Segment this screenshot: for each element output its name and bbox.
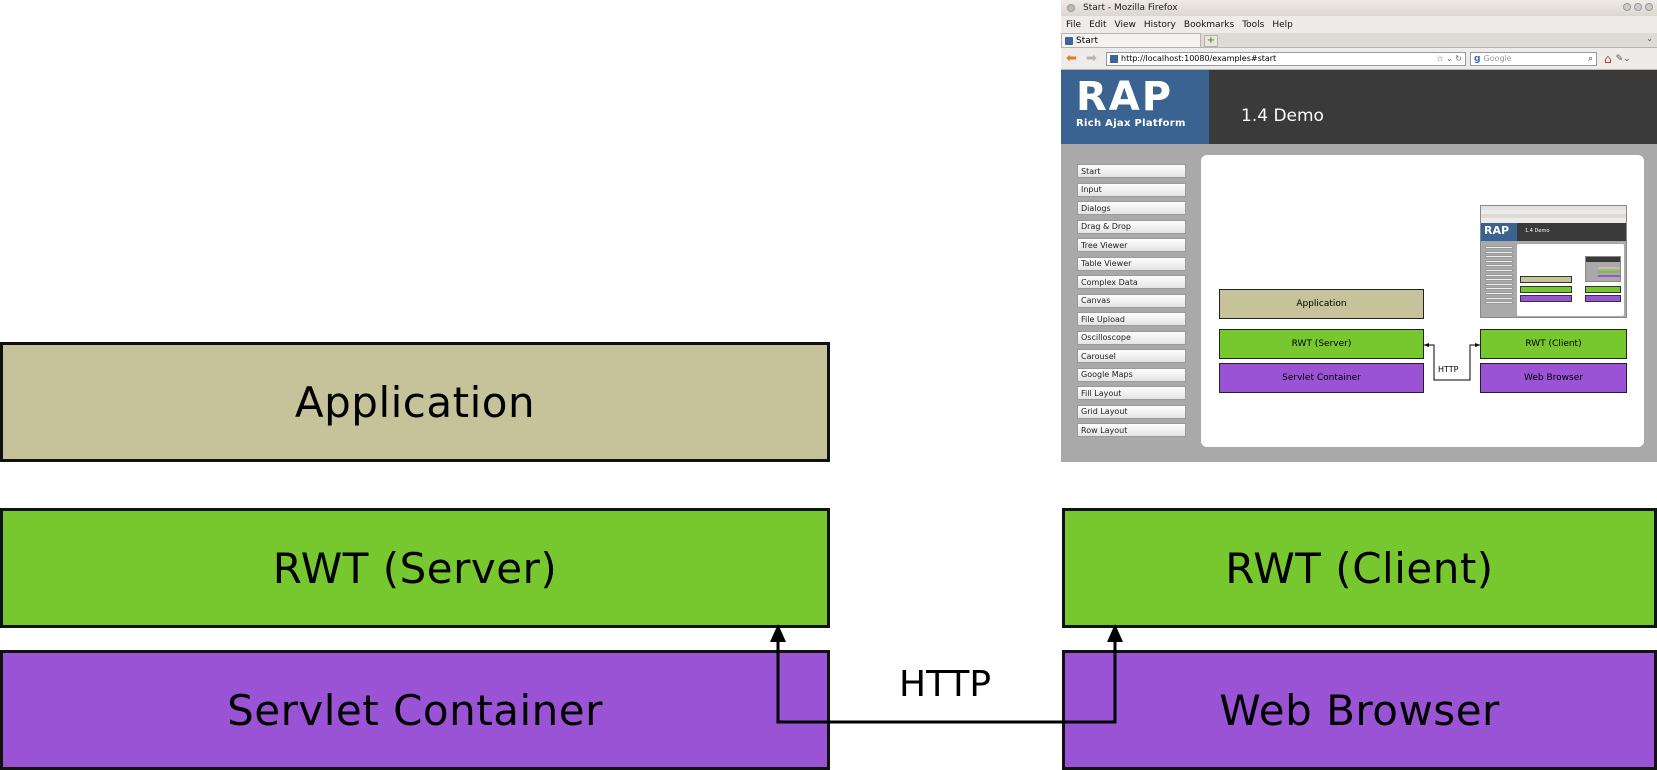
mini-application-label: Application [1296, 299, 1347, 309]
rwt-server-block: RWT (Server) [0, 508, 830, 628]
nav-item-start[interactable]: Start [1077, 164, 1186, 178]
url-text: http://localhost:10080/examples#start [1121, 54, 1277, 63]
nav-item-input[interactable]: Input [1077, 182, 1186, 197]
nav-item-tree-viewer[interactable]: Tree Viewer [1077, 238, 1186, 252]
recursive-screenshot-thumbnail: RAP 1.4 Demo [1480, 205, 1627, 318]
window-titlebar: Start - Mozilla Firefox [1061, 0, 1657, 16]
nav-item-grid-layout[interactable]: Grid Layout [1077, 404, 1186, 419]
mini-rwt-server-label: RWT (Server) [1291, 339, 1352, 349]
window-controls [1623, 3, 1653, 11]
favicon-icon [1065, 36, 1073, 45]
url-bar[interactable]: http://localhost:10080/examples#start ☆ … [1106, 51, 1466, 66]
http-label: HTTP [899, 664, 992, 705]
google-engine-icon[interactable]: g [1474, 53, 1481, 64]
rap-navigation: Start Input Dialogs Drag & Drop Tree Vie… [1077, 164, 1186, 442]
tab-label: Start [1076, 35, 1098, 46]
application-block: Application [0, 342, 830, 462]
nav-item-complex-data[interactable]: Complex Data [1077, 275, 1186, 289]
menu-history[interactable]: History [1143, 19, 1176, 30]
search-box[interactable]: g Google ⌕ [1470, 51, 1597, 66]
servlet-container-label: Servlet Container [227, 685, 603, 735]
menu-tools[interactable]: Tools [1242, 19, 1265, 30]
window-menu-icon[interactable] [1067, 4, 1075, 12]
mini-rwt-client-label: RWT (Client) [1525, 339, 1582, 349]
rap-content-panel: Application RWT (Server) Servlet Contain… [1201, 155, 1644, 447]
nav-item-carousel[interactable]: Carousel [1077, 349, 1186, 363]
firefox-window: Start - Mozilla Firefox File Edit View H… [1061, 0, 1657, 462]
nav-item-oscilloscope[interactable]: Oscilloscope [1077, 330, 1186, 345]
thumb-panel [1517, 244, 1624, 316]
home-icon[interactable]: ⌂ [1604, 51, 1612, 66]
nav-item-canvas[interactable]: Canvas [1077, 293, 1186, 308]
extension-icon[interactable]: ✎⌄ [1615, 53, 1631, 64]
menu-bookmarks[interactable]: Bookmarks [1183, 19, 1235, 30]
thumb-rap-logo-text: RAP [1484, 224, 1510, 237]
close-icon[interactable] [1645, 3, 1653, 11]
server-arrowhead [770, 624, 786, 642]
mini-http-connector [1424, 343, 1480, 381]
thumb-rap-logo: RAP [1481, 223, 1517, 241]
servlet-container-block: Servlet Container [0, 650, 830, 770]
mini-web-browser-block: Web Browser [1480, 363, 1627, 393]
nav-item-dialogs[interactable]: Dialogs [1077, 201, 1186, 215]
menu-edit[interactable]: Edit [1089, 19, 1107, 30]
forward-arrow-icon[interactable]: ➡ [1086, 51, 1097, 66]
rap-logo: RAP Rich Ajax Platform [1061, 70, 1209, 144]
web-browser-label: Web Browser [1219, 685, 1500, 735]
mini-rwt-server-block: RWT (Server) [1219, 329, 1424, 359]
plus-icon: + [1206, 35, 1216, 46]
navigation-toolbar: ⬅ ➡ http://localhost:10080/examples#star… [1061, 48, 1657, 70]
mini-application-block: Application [1219, 289, 1424, 319]
thumb-nav [1485, 246, 1513, 306]
window-title: Start - Mozilla Firefox [1083, 3, 1178, 13]
new-tab-button[interactable]: + [1204, 35, 1218, 47]
rwt-client-label: RWT (Client) [1225, 543, 1494, 593]
nav-item-file-upload[interactable]: File Upload [1077, 312, 1186, 326]
menu-help[interactable]: Help [1272, 19, 1293, 30]
client-arrowhead [1107, 624, 1123, 642]
menu-bar: File Edit View History Bookmarks Tools H… [1061, 16, 1657, 33]
rap-header: RAP Rich Ajax Platform 1.4 Demo [1061, 70, 1657, 144]
thumb-demo-title: 1.4 Demo [1525, 228, 1550, 234]
nav-item-drag-drop[interactable]: Drag & Drop [1077, 219, 1186, 234]
search-icon[interactable]: ⌕ [1587, 53, 1593, 64]
menu-file[interactable]: File [1066, 19, 1082, 30]
mini-rwt-client-block: RWT (Client) [1480, 329, 1627, 359]
demo-title: 1.4 Demo [1241, 106, 1324, 126]
minimize-icon[interactable] [1623, 3, 1631, 11]
web-browser-block: Web Browser [1062, 650, 1657, 770]
mini-servlet-container-label: Servlet Container [1282, 373, 1361, 383]
reload-icon[interactable]: ☆ ⌄ ↻ [1436, 54, 1462, 63]
application-label: Application [294, 377, 536, 427]
back-arrow-icon[interactable]: ⬅ [1066, 51, 1077, 66]
mini-servlet-container-block: Servlet Container [1219, 363, 1424, 393]
rwt-server-label: RWT (Server) [272, 543, 558, 593]
rap-logo-subtitle: Rich Ajax Platform [1076, 118, 1186, 129]
nav-item-row-layout[interactable]: Row Layout [1077, 423, 1186, 437]
site-identity-icon[interactable] [1110, 54, 1118, 63]
tab-start[interactable]: Start [1061, 33, 1201, 47]
menu-view[interactable]: View [1114, 19, 1136, 30]
mini-http-label: HTTP [1438, 365, 1459, 374]
tab-bar: Start + ⌄ [1061, 33, 1657, 48]
search-placeholder: Google [1483, 54, 1512, 63]
nav-item-google-maps[interactable]: Google Maps [1077, 367, 1186, 382]
mini-web-browser-label: Web Browser [1524, 373, 1583, 383]
nav-item-fill-layout[interactable]: Fill Layout [1077, 386, 1186, 400]
rap-logo-text: RAP [1076, 74, 1174, 120]
tab-list-chevron-icon[interactable]: ⌄ [1646, 34, 1653, 43]
rwt-client-block: RWT (Client) [1062, 508, 1657, 628]
maximize-icon[interactable] [1634, 3, 1642, 11]
nav-item-table-viewer[interactable]: Table Viewer [1077, 256, 1186, 271]
